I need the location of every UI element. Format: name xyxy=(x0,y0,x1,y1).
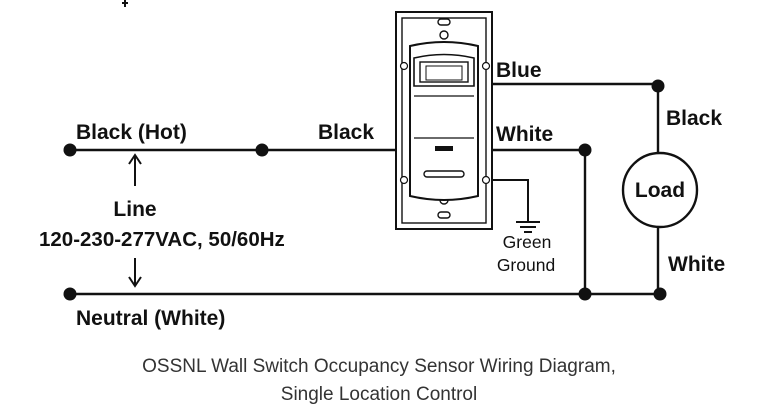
load-circle xyxy=(621,151,699,229)
cropped-text-fragment xyxy=(122,0,128,7)
arrow-up-icon xyxy=(128,153,142,186)
label-ground: Ground xyxy=(497,255,555,275)
label-blue: Blue xyxy=(496,59,542,82)
label-white-load: White xyxy=(668,253,725,276)
label-green: Green xyxy=(503,232,552,252)
junction-dot-hot-mid xyxy=(255,143,269,157)
arrow-down-icon xyxy=(128,258,142,288)
junction-dot-neutral-right xyxy=(653,287,667,301)
label-neutral: Neutral (White) xyxy=(76,307,225,330)
caption-line-2: Single Location Control xyxy=(280,384,478,405)
label-line-title: Line xyxy=(113,198,156,221)
junction-dot-blue-load xyxy=(651,79,665,93)
occupancy-sensor-switch xyxy=(395,11,493,230)
label-black-load: Black xyxy=(666,107,722,130)
junction-dot-white xyxy=(578,143,592,157)
label-load: Load xyxy=(635,179,685,202)
label-black-switch: Black xyxy=(318,121,374,144)
label-line-spec: 120-230-277VAC, 50/60Hz xyxy=(39,228,285,251)
ground-symbol xyxy=(516,221,540,233)
junction-dot-hot xyxy=(63,143,77,157)
caption-line-1: OSSNL Wall Switch Occupancy Sensor Wirin… xyxy=(142,356,616,377)
junction-dot-neutral-mid xyxy=(578,287,592,301)
label-white-switch: White xyxy=(496,123,553,146)
junction-dot-neutral-left xyxy=(63,287,77,301)
label-black-hot: Black (Hot) xyxy=(76,121,187,144)
ground-wire xyxy=(492,179,529,222)
